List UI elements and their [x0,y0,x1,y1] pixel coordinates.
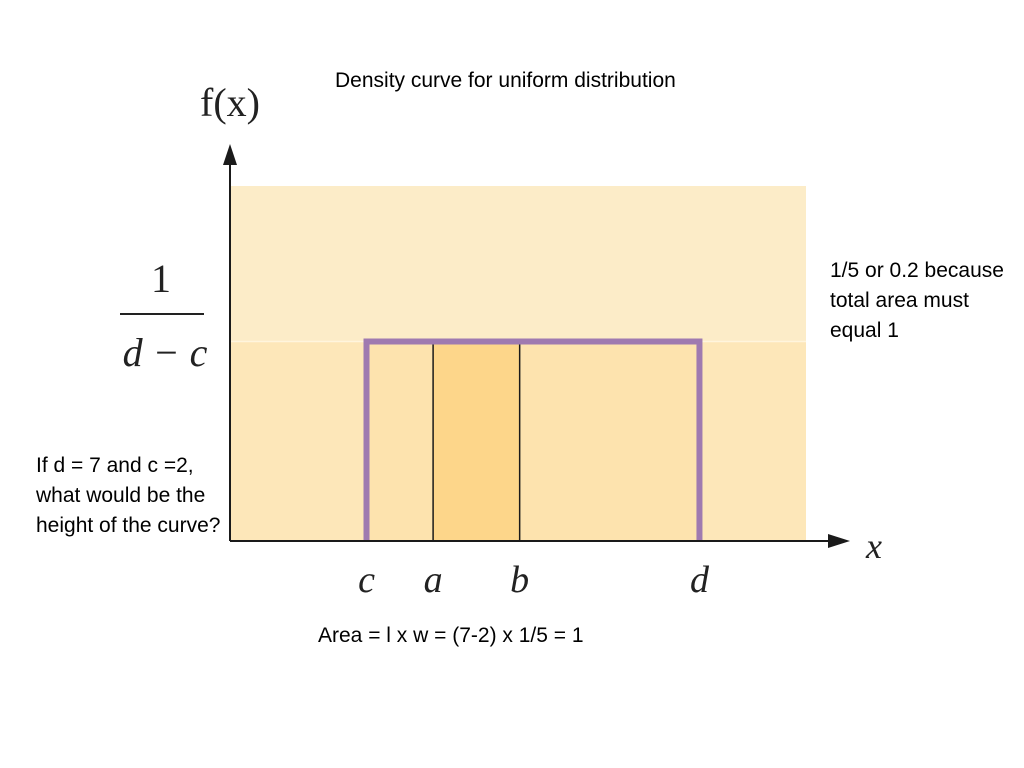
x-tick-label-c: c [358,559,375,601]
y-tick-numerator: 1 [151,256,171,301]
plot-background-upper [230,186,806,342]
height-note: 1/5 or 0.2 because total area must equal… [830,259,1004,342]
x-tick-label-d: d [690,559,710,601]
x-axis-label: x [865,526,882,566]
y-axis-label: f(x) [200,80,260,125]
y-axis-arrowhead [223,144,237,165]
density-area [366,341,700,541]
x-tick-label-a: a [424,559,443,601]
area-equation: Area = l x w = (7-2) x 1/5 = 1 [318,624,584,647]
x-tick-label-b: b [510,559,529,601]
x-axis-arrowhead [828,534,850,548]
question-text: If d = 7 and c =2, what would be the hei… [36,454,221,537]
y-tick-denominator: d − c [123,330,208,375]
density-curve [363,338,703,541]
slide-title: Density curve for uniform distribution [335,69,676,92]
shaded-interval-a-b [433,341,520,541]
